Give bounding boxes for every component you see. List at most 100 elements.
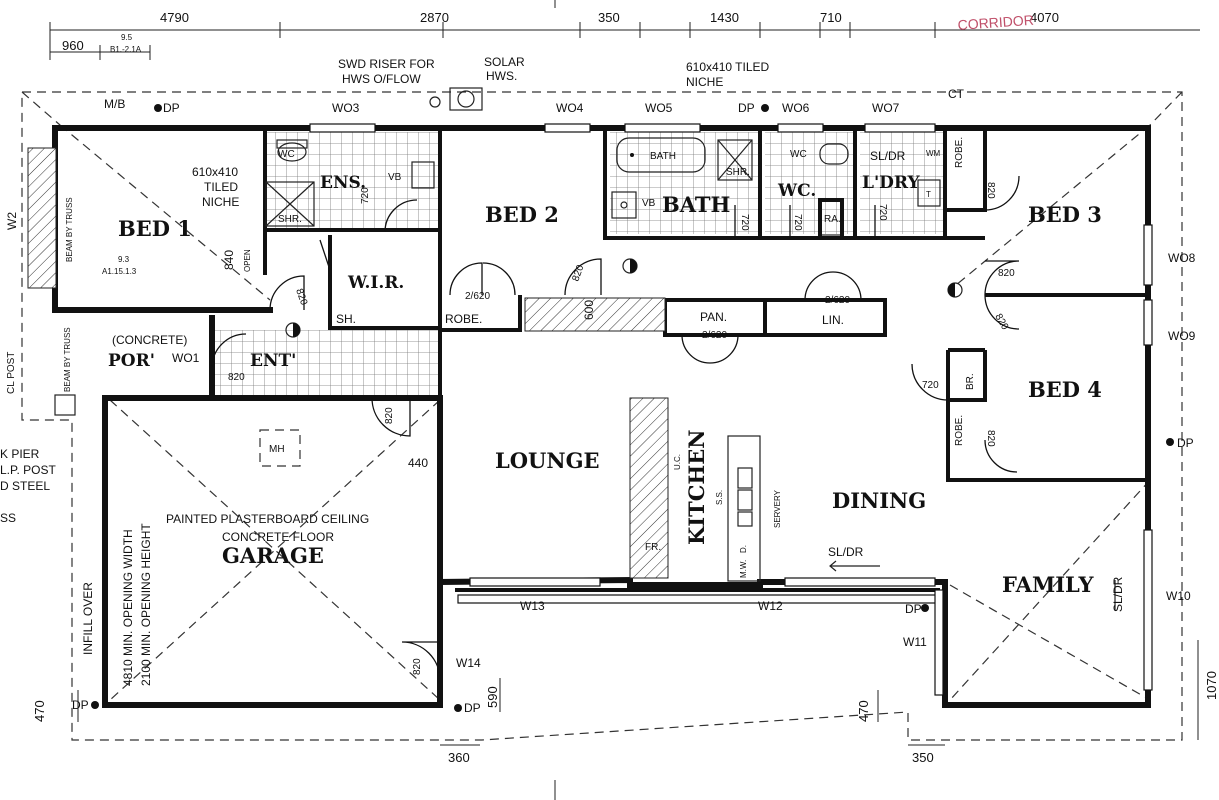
room-ent: ENT' bbox=[250, 351, 296, 371]
window-openings bbox=[309, 123, 1153, 696]
door-swings bbox=[211, 175, 1116, 681]
label-ra: RA. bbox=[824, 214, 841, 225]
label-cl-post: CL POST bbox=[6, 352, 17, 394]
top-dimensions: 4790 2870 350 1430 710 4070 960 9.5 B1.-… bbox=[49, 0, 1200, 800]
label-dp5: DP bbox=[464, 701, 481, 715]
interior-walls bbox=[263, 128, 1148, 582]
dim-4790: 4790 bbox=[160, 10, 189, 25]
label-steel: D STEEL bbox=[0, 479, 50, 493]
label-ref-a1: A1.15.1.3 bbox=[102, 267, 137, 276]
door-820-bed4b: 820 bbox=[985, 430, 996, 447]
door-820-bed1: 820 bbox=[293, 287, 309, 307]
dim-600: 600 bbox=[582, 300, 596, 320]
exterior-walls bbox=[27, 125, 1151, 708]
label-dw: D. bbox=[739, 545, 748, 553]
label-floor: CONCRETE FLOOR bbox=[222, 530, 334, 544]
label-concrete: (CONCRETE) bbox=[112, 333, 187, 347]
door-820-garage2: 820 bbox=[412, 658, 423, 675]
label-sldr-ldry: SL/DR bbox=[870, 149, 906, 163]
ref-b1: B1.-2.1A bbox=[110, 45, 142, 54]
room-wc: WC. bbox=[777, 181, 816, 201]
room-lounge: LOUNGE bbox=[495, 448, 600, 473]
door-720-ens: 720 bbox=[360, 187, 371, 204]
dim-350-top: 350 bbox=[598, 10, 620, 25]
fixtures bbox=[91, 87, 1174, 712]
label-fr: FR. bbox=[645, 542, 661, 553]
label-pier: K PIER bbox=[0, 447, 40, 461]
label-swd2: HWS O/FLOW bbox=[342, 72, 421, 86]
door-2620-lin: 2/620 bbox=[825, 295, 850, 306]
kitchen-bench bbox=[629, 397, 669, 579]
label-ss-left: SS bbox=[0, 511, 16, 525]
room-bed2: BED 2 bbox=[485, 202, 559, 227]
window-wo8: WO8 bbox=[1168, 251, 1196, 265]
label-min-height: 2100 MIN. OPENING HEIGHT bbox=[139, 523, 153, 686]
window-wo7: WO7 bbox=[872, 101, 900, 115]
label-infill: INFILL OVER bbox=[81, 582, 95, 655]
label-mh: MH bbox=[269, 444, 285, 455]
label-wc-wc: WC bbox=[790, 149, 807, 160]
label-beam2: BEAM BY TRUSS bbox=[63, 327, 72, 392]
ldry-tiles bbox=[860, 132, 945, 234]
room-ens: ENS. bbox=[320, 173, 366, 193]
dim-710: 710 bbox=[820, 10, 842, 25]
label-vb-bath: VB bbox=[642, 198, 656, 209]
door-720-bath: 720 bbox=[739, 214, 750, 231]
room-dining: DINING bbox=[832, 488, 926, 513]
door-820-bed4a: 820 bbox=[992, 312, 1010, 332]
label-open: OPEN bbox=[243, 249, 252, 272]
bath-tiles bbox=[610, 132, 760, 234]
label-ref-9-3: 9.3 bbox=[118, 255, 130, 264]
label-wm: WM bbox=[926, 149, 941, 158]
bottom-dimensions: 360 350 470 590 470 1070 bbox=[32, 640, 1219, 765]
room-ldry: L'DRY bbox=[862, 173, 921, 193]
window-w10: W10 bbox=[1166, 589, 1191, 603]
label-vb-ens: VB bbox=[388, 172, 402, 183]
label-niche1b: TILED bbox=[204, 180, 238, 194]
label-ppost: L.P. POST bbox=[0, 463, 56, 477]
label-sldr-family: SL/DR bbox=[1111, 576, 1125, 612]
label-min-width: 4810 MIN. OPENING WIDTH bbox=[121, 529, 135, 686]
label-mw: M.W. bbox=[739, 560, 748, 578]
label-dp3: DP bbox=[1177, 436, 1194, 450]
label-pan: PAN. bbox=[700, 310, 727, 324]
label-swd1: SWD RISER FOR bbox=[338, 57, 435, 71]
label-niche1c: NICHE bbox=[202, 195, 239, 209]
label-sh: SH. bbox=[336, 312, 356, 326]
label-niche1: 610x410 bbox=[192, 165, 238, 179]
room-bath: BATH bbox=[662, 192, 730, 217]
window-w14: W14 bbox=[456, 656, 481, 670]
dim-4070: 4070 bbox=[1030, 10, 1059, 25]
room-bed4: BED 4 bbox=[1028, 377, 1102, 402]
room-garage: GARAGE bbox=[222, 543, 324, 568]
label-shr-bath: SHR. bbox=[726, 167, 750, 178]
corridor-note: CORRIDOR bbox=[957, 12, 1034, 33]
eaves-outline bbox=[21, 91, 1183, 741]
label-ct: CT bbox=[948, 87, 965, 101]
label-dp1: DP bbox=[163, 101, 180, 115]
room-wir: W.I.R. bbox=[347, 273, 404, 293]
window-wo9: WO9 bbox=[1168, 329, 1196, 343]
window-wo4: WO4 bbox=[556, 101, 584, 115]
entry-tiles bbox=[215, 330, 440, 400]
dim-590: 590 bbox=[485, 686, 500, 708]
door-820-bed3b: 820 bbox=[985, 182, 996, 199]
dim-350-bottom: 350 bbox=[912, 750, 934, 765]
label-bathtub: BATH bbox=[650, 151, 676, 162]
door-2620-bed2: 2/620 bbox=[465, 291, 490, 302]
dim-1070: 1070 bbox=[1204, 671, 1219, 700]
label-robe-bed3: ROBE. bbox=[954, 137, 965, 168]
window-wo1: WO1 bbox=[172, 351, 200, 365]
label-robe-bed2: ROBE. bbox=[445, 312, 482, 326]
door-720-br: 720 bbox=[922, 380, 939, 391]
door-720-wc: 720 bbox=[792, 214, 803, 231]
label-ss: S.S. bbox=[715, 490, 724, 505]
label-dp4: DP bbox=[72, 698, 89, 712]
window-w12: W12 bbox=[758, 599, 783, 613]
dim-1430: 1430 bbox=[710, 10, 739, 25]
label-solar2: HWS. bbox=[486, 69, 517, 83]
window-w11: W11 bbox=[903, 635, 927, 649]
window-wo6: WO6 bbox=[782, 101, 810, 115]
room-por: POR' bbox=[108, 351, 155, 371]
